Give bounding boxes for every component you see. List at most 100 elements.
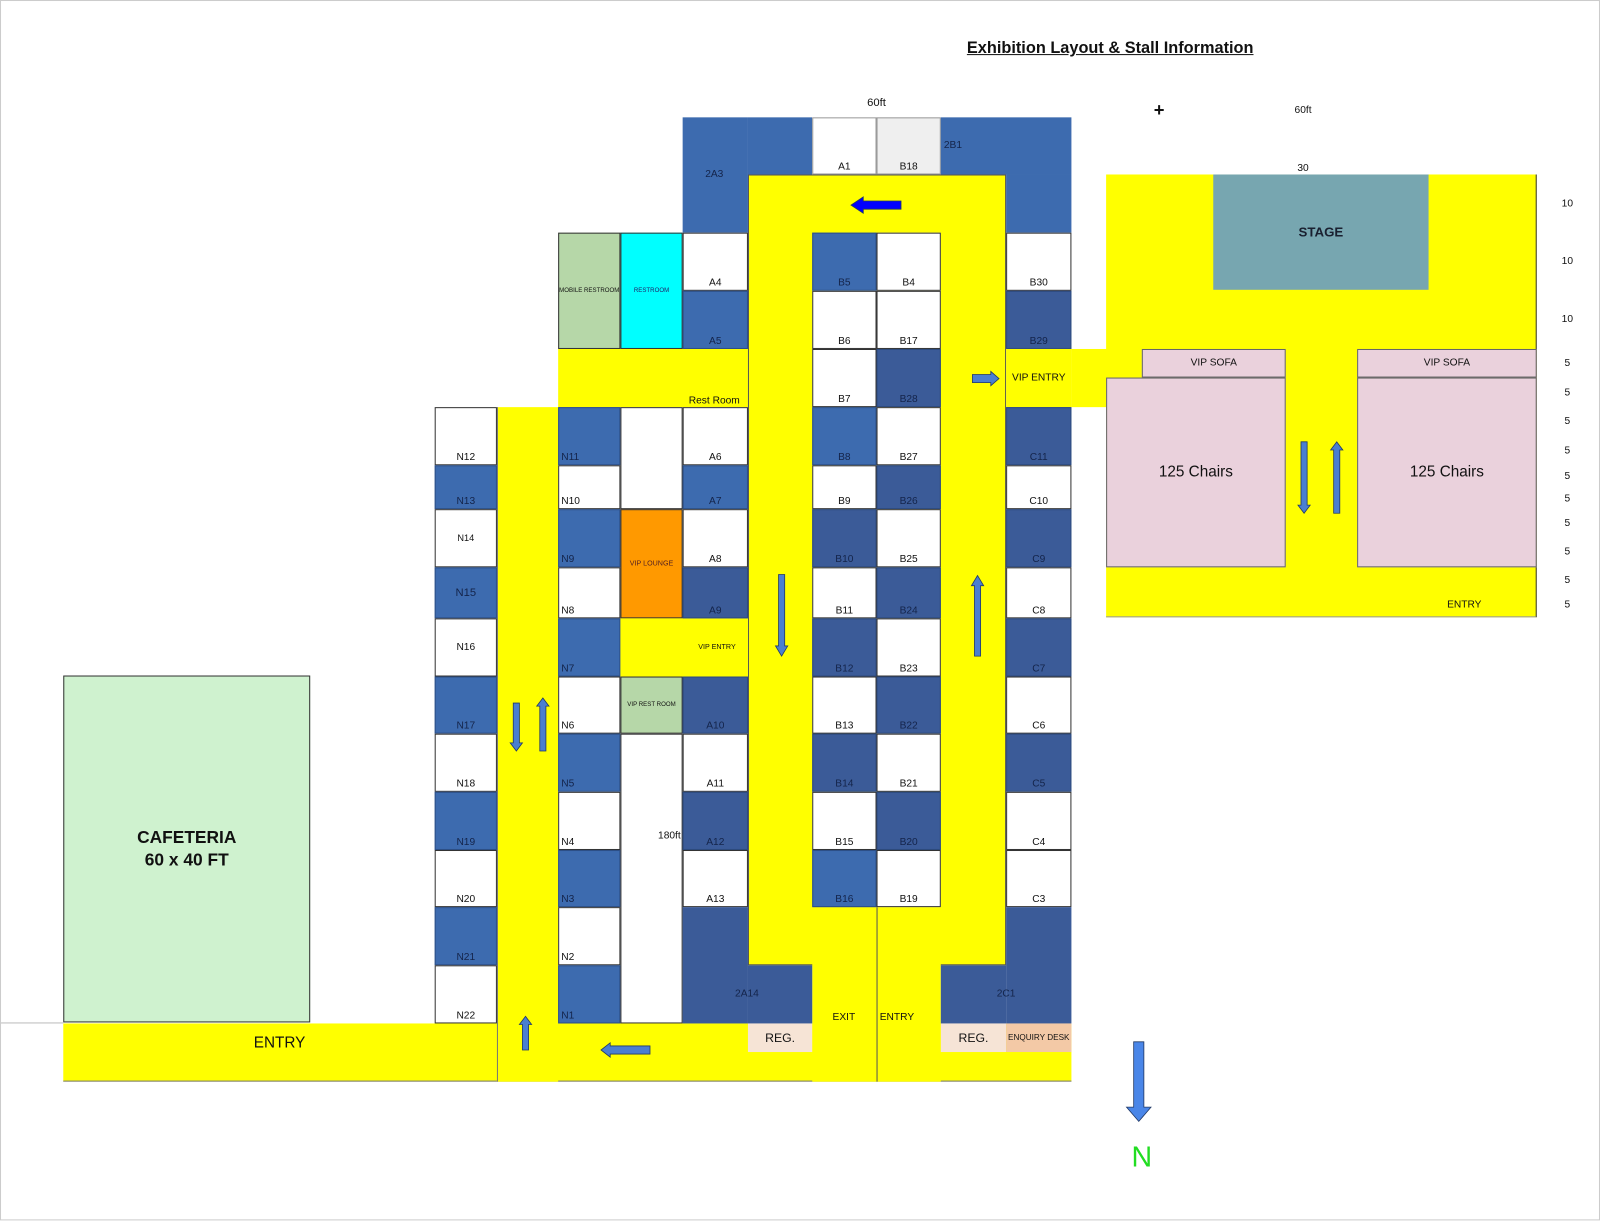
stall-A8[interactable]: A8 xyxy=(682,509,748,568)
stall-A10[interactable]: A10 xyxy=(682,676,748,734)
vip-sofa-left: VIP SOFA xyxy=(1141,348,1286,378)
cafeteria xyxy=(63,675,311,1023)
entry-exit-divider xyxy=(876,907,878,1082)
stall-C9[interactable]: C9 xyxy=(1006,509,1072,568)
stall-B17[interactable]: B17 xyxy=(876,290,941,349)
vip-entry[interactable]: VIP ENTRY xyxy=(1006,348,1072,408)
stall-N18[interactable]: N18 xyxy=(434,733,497,792)
stall-B16[interactable]: B16 xyxy=(812,849,877,908)
stall-B29[interactable]: B29 xyxy=(1006,290,1072,349)
stall-A1[interactable]: A1 xyxy=(812,117,877,175)
stall-N7[interactable]: N7 xyxy=(558,618,621,677)
stall-B12[interactable]: B12 xyxy=(812,618,877,677)
stall-B19[interactable]: B19 xyxy=(876,849,941,908)
stall-B10[interactable]: B10 xyxy=(812,509,877,568)
stall-N15[interactable]: N15 xyxy=(434,567,497,619)
stall-N22[interactable]: N22 xyxy=(434,965,497,1024)
stall-A7[interactable]: A7 xyxy=(682,465,748,510)
stall-C6[interactable]: C6 xyxy=(1006,676,1072,734)
stall-N10[interactable]: N10 xyxy=(558,465,621,510)
stall-B18[interactable]: B18 xyxy=(876,117,941,175)
stall-B5[interactable]: B5 xyxy=(812,232,877,291)
chairs-right: 125 Chairs xyxy=(1357,377,1537,568)
stall-B7[interactable]: B7 xyxy=(812,348,877,408)
stall-B9[interactable]: B9 xyxy=(812,465,877,510)
stall-2B1-block xyxy=(940,117,1072,175)
stage: STAGE xyxy=(1213,174,1429,290)
stall-2A14[interactable]: 2A14 xyxy=(735,988,759,1000)
stall-2A3-block xyxy=(682,117,748,233)
stall-2C1-block xyxy=(1006,907,1072,1024)
stall-B28[interactable]: B28 xyxy=(876,348,941,408)
stall-C11[interactable]: C11 xyxy=(1006,407,1072,466)
stall-N21[interactable]: N21 xyxy=(434,907,497,966)
enquiry-desk[interactable]: ENQUIRY DESK xyxy=(1006,1023,1072,1053)
stall-B20[interactable]: B20 xyxy=(876,791,941,850)
stall-A13[interactable]: A13 xyxy=(682,849,748,908)
stall-B13[interactable]: B13 xyxy=(812,676,877,734)
stall-2A14-block xyxy=(682,907,748,1024)
stall-C8[interactable]: C8 xyxy=(1006,567,1072,619)
stall-2B1[interactable]: 2B1 xyxy=(943,139,963,152)
stall-A9[interactable]: A9 xyxy=(682,567,748,619)
cafeteria-size: 60 x 40 FT xyxy=(144,849,229,870)
stall-2C1-block xyxy=(940,965,1007,1024)
stall-N4[interactable]: N4 xyxy=(558,791,621,850)
stall-B4[interactable]: B4 xyxy=(876,232,941,291)
stall-N5[interactable]: N5 xyxy=(558,733,621,792)
exit-label: EXIT xyxy=(832,1011,856,1023)
stall-B27[interactable]: B27 xyxy=(876,407,941,466)
stall-N14[interactable]: N14 xyxy=(434,509,497,568)
stall-B24[interactable]: B24 xyxy=(876,567,941,619)
stall-B21[interactable]: B21 xyxy=(876,733,941,792)
stall-N12[interactable]: N12 xyxy=(434,407,497,466)
stall-2C1[interactable]: 2C1 xyxy=(996,988,1016,1000)
stall-C7[interactable]: C7 xyxy=(1006,618,1072,677)
stall-N9[interactable]: N9 xyxy=(558,509,621,568)
west-aisle xyxy=(496,407,559,1082)
stall-N16[interactable]: N16 xyxy=(434,618,497,677)
stall-2A3[interactable]: 2A3 xyxy=(705,168,724,181)
stall-B8[interactable]: B8 xyxy=(812,407,877,466)
stall-N8[interactable]: N8 xyxy=(558,567,621,619)
stall-N20[interactable]: N20 xyxy=(434,849,497,908)
registration-desk-right[interactable]: REG. xyxy=(940,1023,1007,1053)
stall-N19[interactable]: N19 xyxy=(434,791,497,850)
stall-B30[interactable]: B30 xyxy=(1006,232,1072,291)
stall-B23[interactable]: B23 xyxy=(876,618,941,677)
stall-N1[interactable]: N1 xyxy=(558,965,621,1024)
stall-N2[interactable]: N2 xyxy=(558,907,621,966)
stall-A11[interactable]: A11 xyxy=(682,733,748,792)
stall-A12[interactable]: A12 xyxy=(682,791,748,850)
stall-A6[interactable]: A6 xyxy=(682,407,748,466)
arrow-up-icon xyxy=(535,697,550,752)
stall-B14[interactable]: B14 xyxy=(812,733,877,792)
arrow-right-icon xyxy=(972,370,1000,387)
stall-A4[interactable]: A4 xyxy=(682,232,748,291)
stall-C4[interactable]: C4 xyxy=(1006,791,1072,850)
stall-C10[interactable]: C10 xyxy=(1006,465,1072,510)
registration-desk-left[interactable]: REG. xyxy=(747,1023,813,1053)
vip-rest-room: VIP REST ROOM xyxy=(620,676,683,734)
scale-mark: 5 xyxy=(1564,387,1571,399)
stall-B15[interactable]: B15 xyxy=(812,791,877,850)
stall-A5[interactable]: A5 xyxy=(682,290,748,349)
stall-N11[interactable]: N11 xyxy=(558,407,621,466)
stall-B11[interactable]: B11 xyxy=(812,567,877,619)
stall-N6[interactable]: N6 xyxy=(558,676,621,734)
main-width-label: 60ft xyxy=(867,96,886,110)
arrow-down-icon xyxy=(774,574,789,657)
divider-line xyxy=(1,1022,64,1024)
stall-C5[interactable]: C5 xyxy=(1006,733,1072,792)
stall-B22[interactable]: B22 xyxy=(876,676,941,734)
stall-N13[interactable]: N13 xyxy=(434,465,497,510)
scale-mark: 5 xyxy=(1564,599,1571,611)
stall-B26[interactable]: B26 xyxy=(876,465,941,510)
stall-C3[interactable]: C3 xyxy=(1006,849,1072,908)
stall-B25[interactable]: B25 xyxy=(876,509,941,568)
vip-entry-inner[interactable]: VIP ENTRY xyxy=(620,618,748,677)
vip-lounge: VIP LOUNGE xyxy=(620,509,683,619)
stall-N17[interactable]: N17 xyxy=(434,676,497,734)
stall-N3[interactable]: N3 xyxy=(558,849,621,908)
stall-B6[interactable]: B6 xyxy=(812,290,877,349)
